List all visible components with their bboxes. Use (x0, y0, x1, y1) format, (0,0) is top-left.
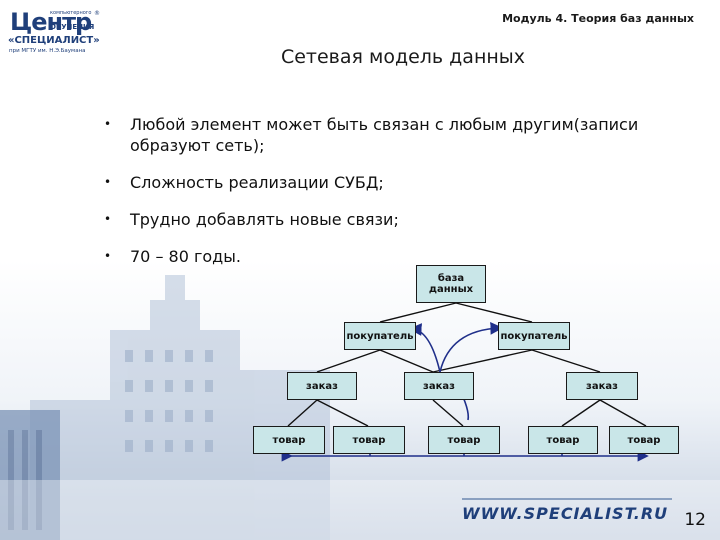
node-product-label: товар (627, 434, 661, 446)
bullet-item: Трудно добавлять новые связи; (104, 209, 672, 230)
logo-obuch-text: ОБУЧЕНИЯ (50, 23, 95, 31)
bullet-item: Любой элемент может быть связан с любым … (104, 114, 672, 156)
module-title: Модуль 4. Теория баз данных (502, 12, 694, 25)
bullet-text: Сложность реализации СУБД; (130, 173, 384, 192)
node-customer-2: покупатель (498, 322, 570, 350)
logo-mgtu-text: при МГТУ им. Н.Э.Баумана (9, 48, 86, 54)
slide-title: Сетевая модель данных (280, 46, 526, 68)
bullet-item: Сложность реализации СУБД; (104, 172, 672, 193)
logo-big-text: Центр (10, 8, 92, 36)
node-order-1: заказ (287, 372, 357, 400)
node-customer-label: покупатель (346, 330, 414, 342)
node-order-label: заказ (586, 380, 618, 392)
node-customer-label: покупатель (500, 330, 568, 342)
bullet-text: Любой элемент может быть связан с любым … (130, 115, 639, 155)
bullet-item: 70 – 80 годы. (104, 246, 672, 267)
node-order-3: заказ (566, 372, 638, 400)
node-order-label: заказ (306, 380, 338, 392)
footer-website: WWW.SPECIALIST.RU (462, 504, 669, 523)
bullet-list: Любой элемент может быть связан с любым … (104, 114, 672, 283)
node-database: база данных (416, 265, 486, 303)
node-product-5: товар (609, 426, 679, 454)
node-database-label: база данных (428, 273, 474, 295)
bullet-text: Трудно добавлять новые связи; (130, 210, 399, 229)
logo-top-text: компьютерного (50, 10, 92, 16)
node-product-label: товар (352, 434, 386, 446)
company-logo: компьютерного Центр ОБУЧЕНИЯ «СПЕЦИАЛИСТ… (6, 6, 106, 56)
node-product-3: товар (428, 426, 500, 454)
node-product-4: товар (528, 426, 598, 454)
logo-spec-text: «СПЕЦИАЛИСТ» (8, 35, 100, 46)
footer-divider (462, 498, 672, 500)
page-number: 12 (684, 510, 706, 530)
node-product-label: товар (272, 434, 306, 446)
logo-registered-mark: ® (94, 10, 100, 17)
node-product-label: товар (447, 434, 481, 446)
node-order-2: заказ (404, 372, 474, 400)
bullet-text: 70 – 80 годы. (130, 247, 241, 266)
node-product-1: товар (253, 426, 325, 454)
node-product-2: товар (333, 426, 405, 454)
node-product-label: товар (546, 434, 580, 446)
node-order-label: заказ (423, 380, 455, 392)
node-customer-1: покупатель (344, 322, 416, 350)
